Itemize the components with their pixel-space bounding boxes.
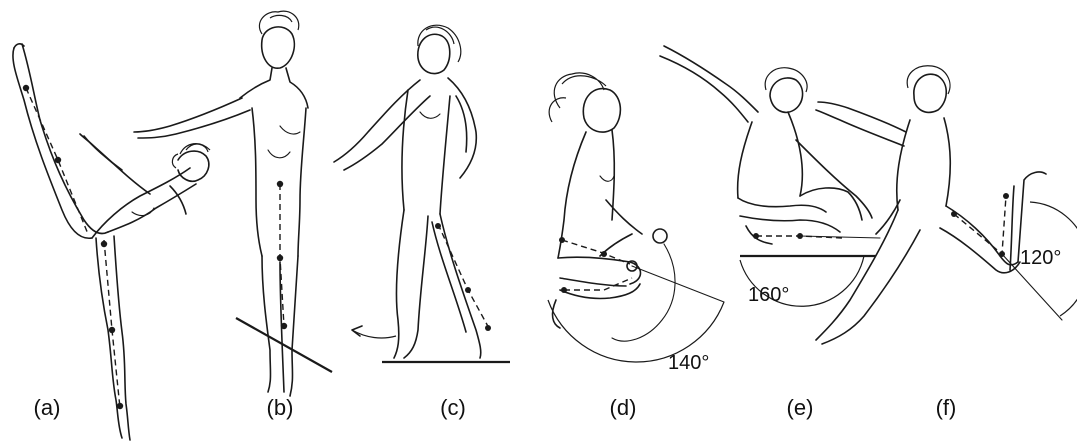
panel-label-f: (f)	[936, 395, 957, 420]
panel-label-a: (a)	[34, 395, 61, 420]
angle-label-e: 160°	[748, 284, 789, 306]
figure-d	[548, 73, 724, 362]
figure-a	[13, 44, 210, 440]
angle-label-f: 120°	[1020, 247, 1061, 269]
angle-label-d: 140°	[668, 352, 709, 374]
figure-c	[334, 25, 510, 362]
figure-e	[660, 46, 880, 306]
figure-f	[816, 66, 1077, 344]
panel-label-d: (d)	[610, 395, 637, 420]
panel-label-b: (b)	[267, 395, 294, 420]
panel-label-c: (c)	[440, 395, 466, 420]
panel-label-e: (e)	[787, 395, 814, 420]
